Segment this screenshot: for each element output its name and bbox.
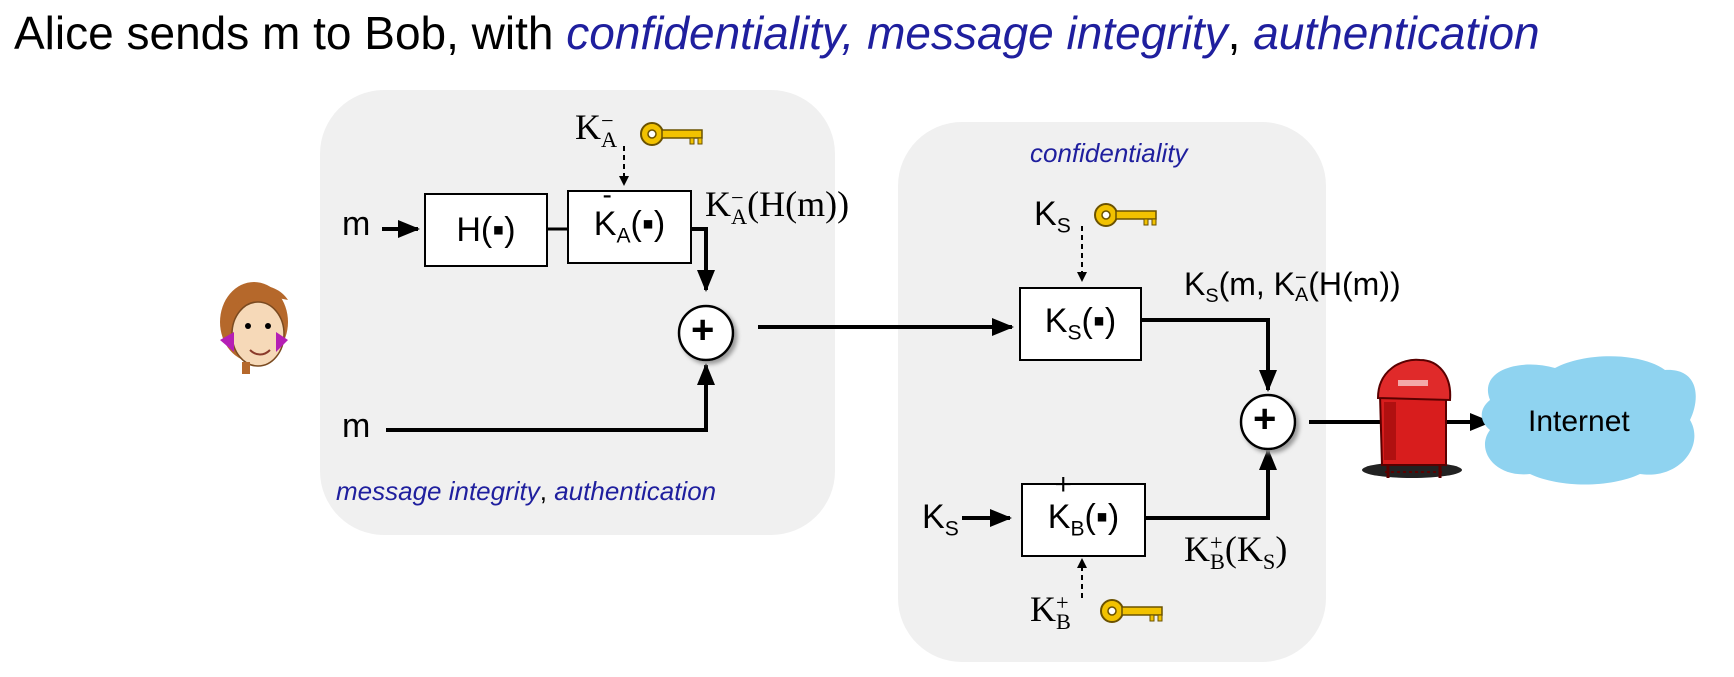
public-key-label-b: K+B — [1030, 589, 1071, 634]
sign-box: K-A(▪) — [567, 179, 692, 264]
plus-circle-icon — [677, 304, 735, 362]
pubkey-box-label: K+B(▪) — [1047, 468, 1120, 541]
title-authentication: authentication — [1253, 7, 1540, 59]
key-icon — [1100, 599, 1163, 623]
session-key-label: KS — [1034, 195, 1071, 238]
input-m-top: m — [342, 205, 371, 243]
hash-box-label: H(▪) — [456, 210, 516, 249]
integrity-caption: message integrity, authentication — [336, 476, 717, 506]
mailbox-icon — [1362, 358, 1462, 478]
encrypt-box-label: KS(▪) — [1044, 302, 1117, 345]
signed-hash-output: K−A(H(m)) — [705, 184, 850, 229]
sign-box-label: K-A(▪) — [593, 179, 666, 248]
plus-symbol-1: + — [691, 308, 715, 352]
title-prefix: Alice sends m to Bob, with — [14, 7, 567, 59]
arrow-pubkey-to-plus2 — [1145, 448, 1277, 520]
pubkey-box: K+B(▪) — [1021, 468, 1146, 557]
input-ks: KS — [922, 498, 959, 541]
integrity-panel — [320, 90, 835, 535]
key-icon — [640, 122, 703, 146]
arrow-sign-to-plus1 — [692, 227, 715, 292]
hash-box: H(▪) — [424, 193, 548, 267]
encrypted-session-key-output: K+B(KS) — [1184, 529, 1288, 574]
cloud-icon — [1481, 356, 1696, 485]
encrypt-box: KS(▪) — [1019, 287, 1142, 361]
plus-symbol-2: + — [1253, 397, 1277, 441]
alice-avatar-icon — [220, 282, 288, 374]
slide-title: Alice sends m to Bob, with confidentiali… — [14, 6, 1540, 60]
encrypted-output: KS(m, K−A(H(m)) — [1184, 266, 1401, 307]
confidentiality-caption: confidentiality — [1030, 138, 1188, 168]
title-sep: , — [1227, 7, 1254, 59]
internet-label: Internet — [1528, 405, 1630, 438]
arrow-m-bottom-to-plus1 — [386, 363, 715, 432]
arrow-encrypt-to-plus2 — [1141, 318, 1277, 392]
title-confidentiality: confidentiality, message integrity — [566, 7, 1228, 59]
plus-circle-icon — [1239, 393, 1297, 451]
private-key-label-a: K−A — [575, 107, 618, 152]
input-m-bottom: m — [342, 407, 371, 445]
key-icon — [1094, 203, 1157, 227]
